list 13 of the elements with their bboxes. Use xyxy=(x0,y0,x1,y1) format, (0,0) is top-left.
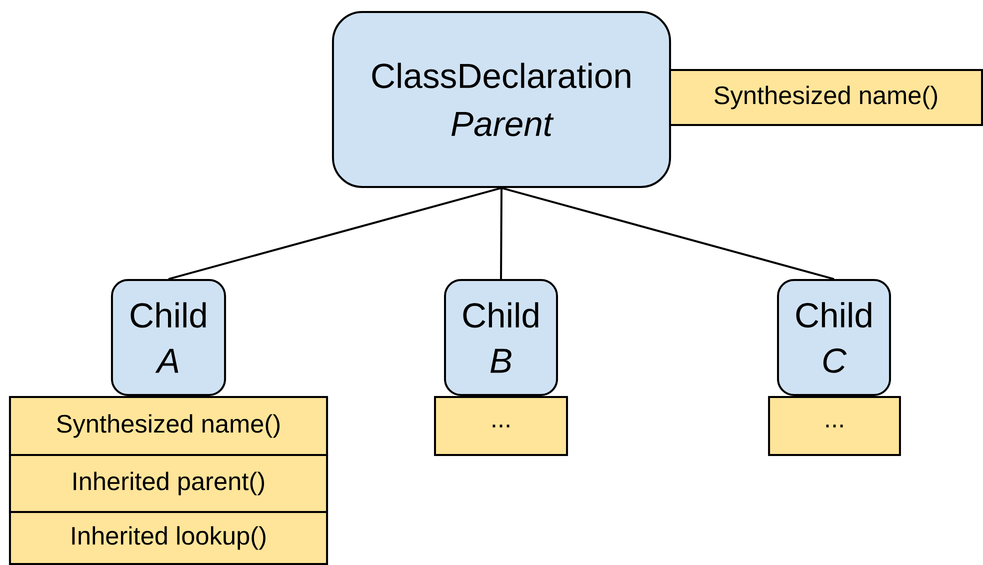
attribute-box: Synthesized name() xyxy=(669,69,983,126)
class-node-box: ClassDeclaration Parent xyxy=(332,11,672,188)
child-node-box: Child A xyxy=(110,279,226,396)
connector-line xyxy=(501,187,834,280)
connector-line xyxy=(168,187,502,280)
connector-line xyxy=(500,188,502,280)
child-node-box: Child B xyxy=(444,279,558,396)
attribute-box: ... xyxy=(768,396,901,456)
attribute-box: Inherited lookup() xyxy=(8,511,328,565)
attribute-box: Synthesized name() xyxy=(8,396,328,456)
attribute-box: Inherited parent() xyxy=(8,454,328,514)
attribute-box: ... xyxy=(434,396,568,456)
child-node-box: Child C xyxy=(777,279,891,396)
